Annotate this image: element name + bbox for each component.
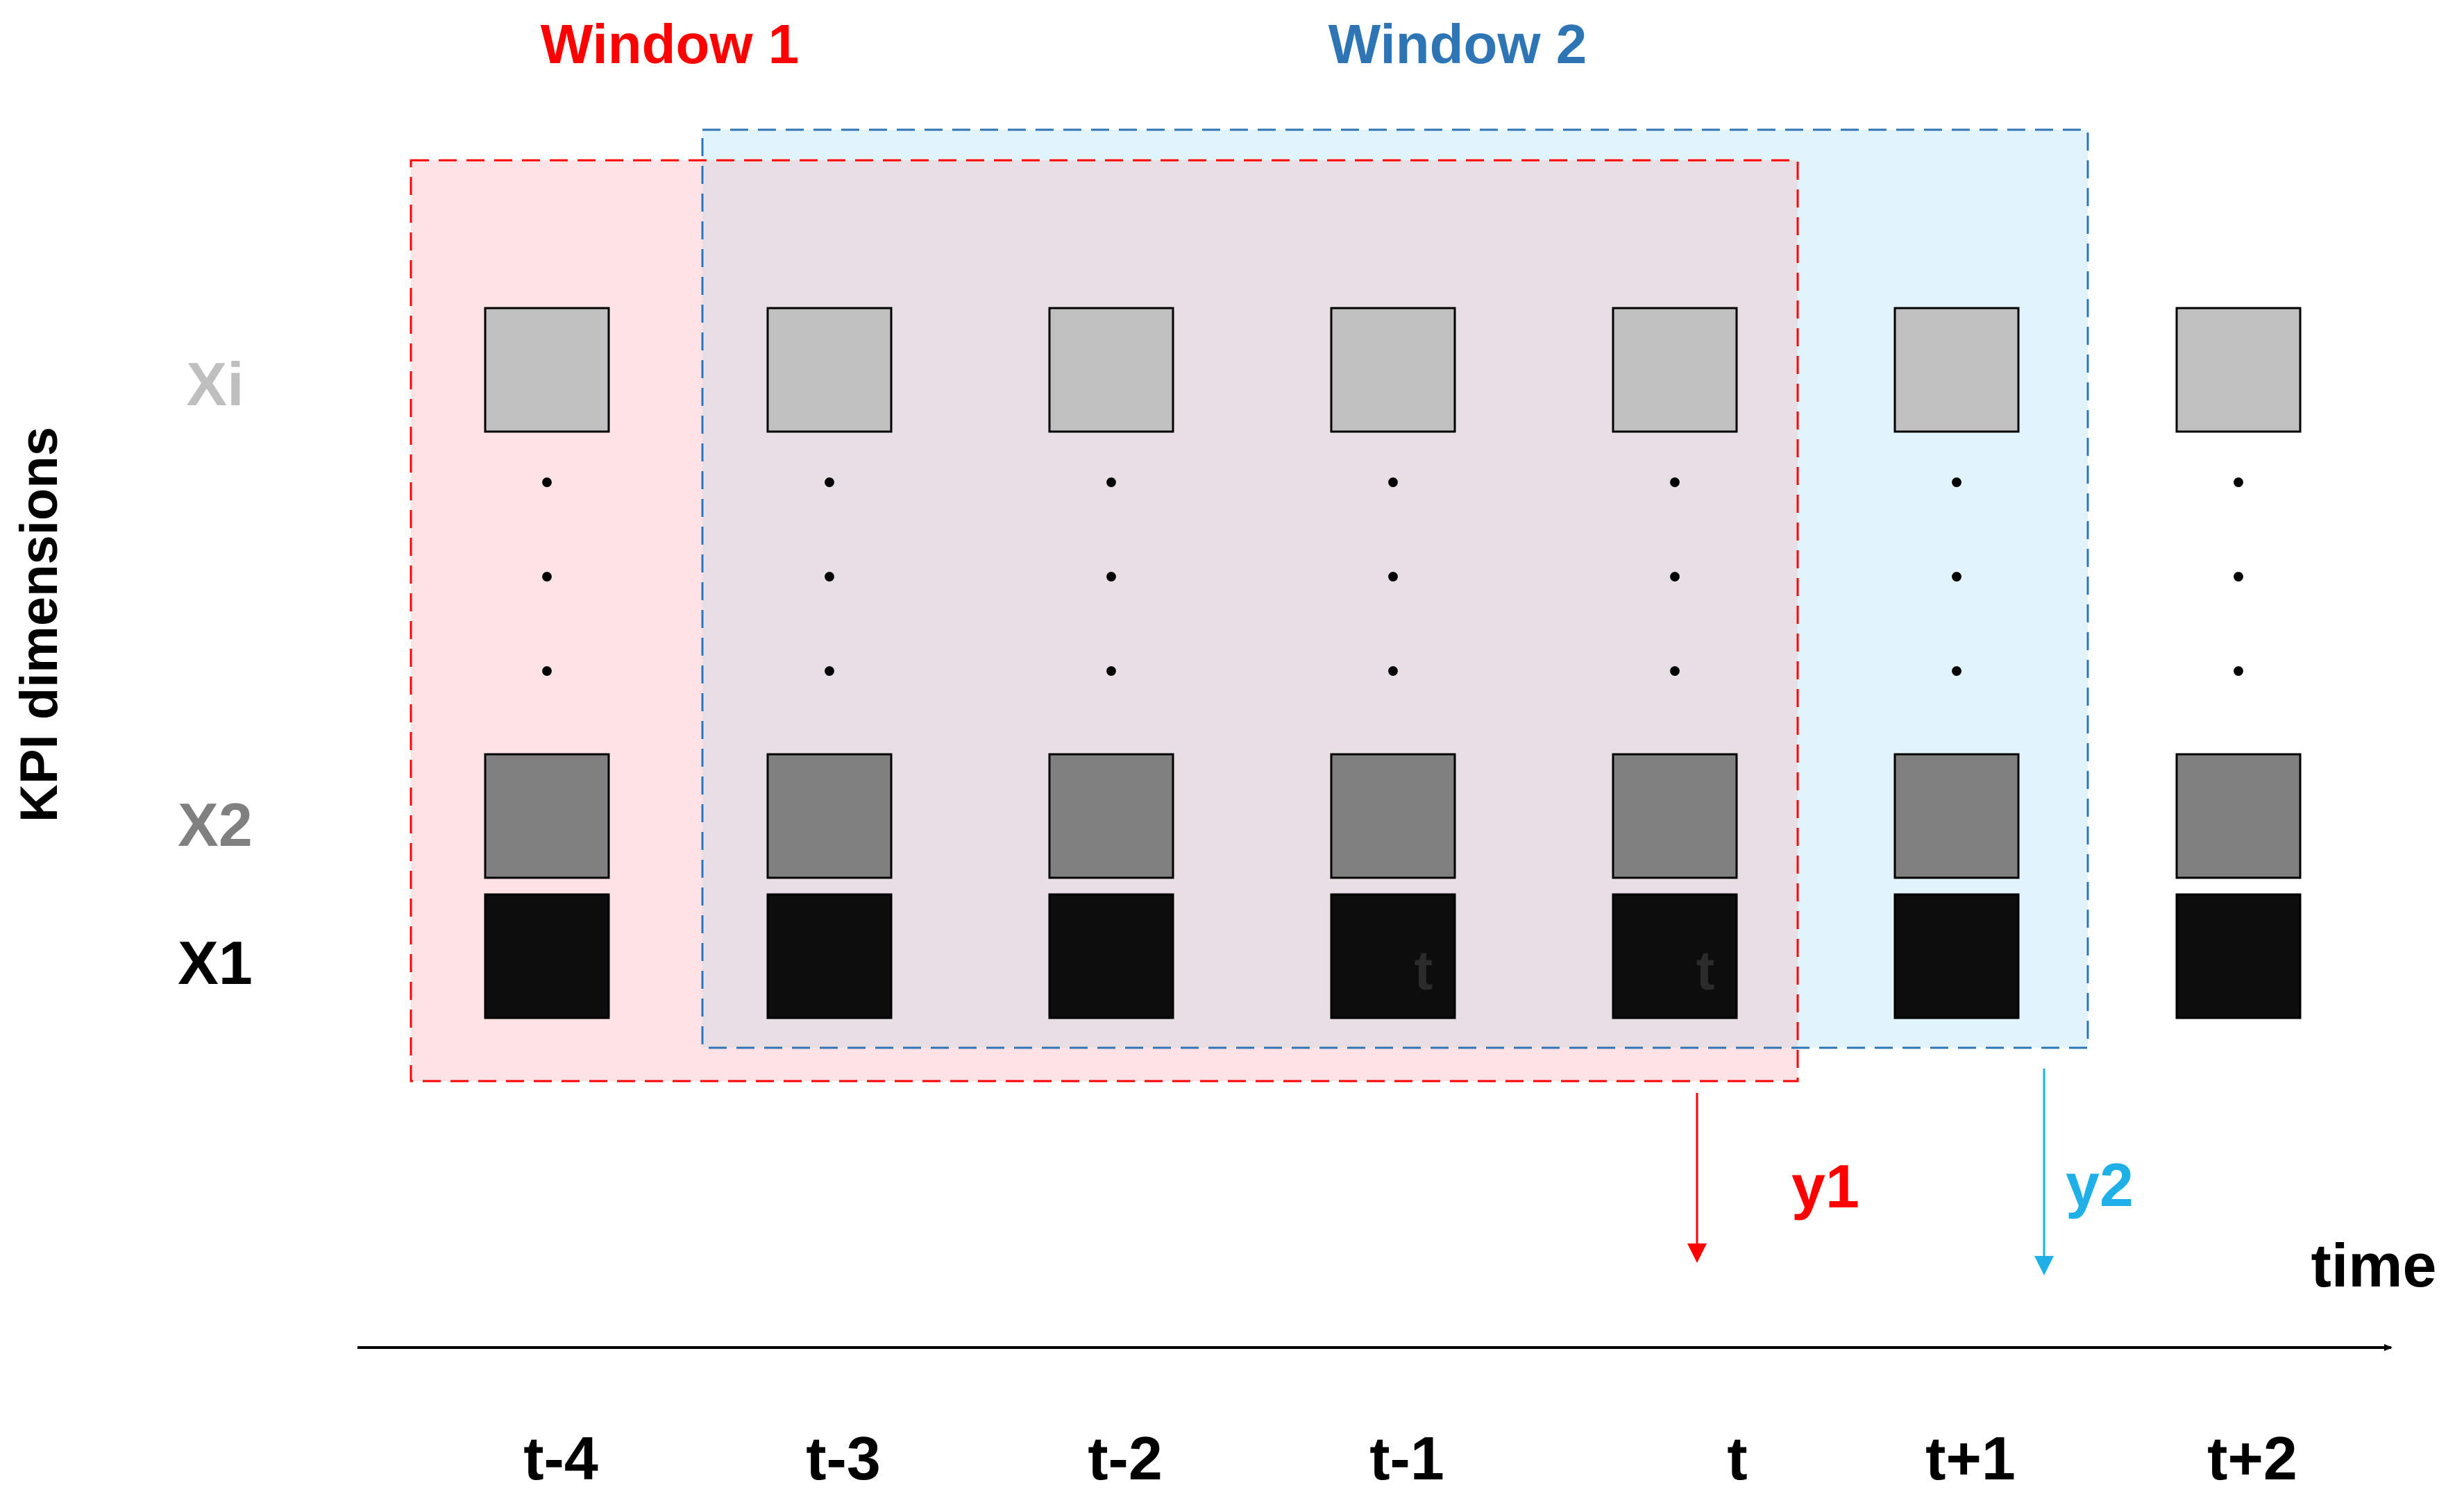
kpi-box-xi-t-2 [1048,307,1174,433]
kpi-box-x1-t-4 [484,893,610,1019]
ellipsis-dot: • [1669,464,1681,501]
kpi-box-x2-t-1 [1330,753,1456,879]
kpi-box-xi-t-3 [766,307,893,433]
kpi-box-x1-t-3 [766,893,893,1019]
box-mark-label: t [1696,940,1715,1001]
kpi-box-xi-t-1 [1330,307,1456,433]
time-step-label: t-1 [1369,1424,1444,1493]
kpi-box-x2-t+2 [2175,753,2302,879]
ellipsis-dot: • [2233,653,2245,690]
output-arrowhead-1 [1687,1243,1707,1263]
kpi-box-xi-t [1612,307,1738,433]
kpi-grid: • • • • • • • • • • • • • • • • • • • • • t t [484,307,2302,1019]
ellipsis-dot: • [1106,464,1117,501]
window-1-title: Window 1 [541,13,800,75]
kpi-box-x2-t [1612,753,1738,879]
ellipsis-dot: • [541,653,553,690]
ellipsis-dot: • [1106,653,1117,690]
ellipsis-dot: • [1669,653,1681,690]
output-label-y1: y1 [1791,1152,1859,1221]
ellipsis-dot: • [1669,559,1681,595]
ellipsis-dot: • [1106,559,1117,595]
kpi-box-x1-t+2 [2175,893,2302,1019]
kpi-box-x2-t-4 [484,753,610,879]
output-arrowhead-2 [2034,1256,2054,1275]
row-label-xi: Xi [186,350,244,418]
ellipsis-dot: • [1951,464,1963,501]
time-step-label: t [1727,1424,1747,1493]
row-label-x1: X1 [178,928,253,997]
kpi-box-x1-t [1612,893,1738,1019]
window-1-border [410,159,1799,1082]
ellipsis-dot: • [1951,653,1963,690]
kpi-box-x1-t+1 [1893,893,2020,1019]
ellipsis-dot: • [2233,464,2245,501]
time-step-label: t+1 [1925,1424,2016,1493]
window-2-title: Window 2 [1328,13,1587,75]
y-axis-label: KPI dimensions [10,427,69,822]
time-step-label: t-3 [806,1424,881,1493]
ellipsis-dot: • [1387,464,1399,501]
time-step-label: t-2 [1088,1424,1163,1493]
kpi-box-x2-t+1 [1893,753,2020,879]
ellipsis-dot: • [1387,653,1399,690]
box-mark-label: t [1415,940,1433,1001]
ellipsis-dot: • [824,559,836,595]
window-2-border [701,128,2089,1049]
kpi-box-xi-t+1 [1893,307,2020,433]
kpi-box-x1-t-2 [1048,893,1174,1019]
ellipsis-dot: • [1951,559,1963,595]
kpi-box-xi-t+2 [2175,307,2302,433]
kpi-box-xi-t-4 [484,307,610,433]
time-step-label: t-4 [523,1424,598,1493]
time-axis-label: time [2311,1231,2437,1300]
ellipsis-dot: • [2233,559,2245,595]
ellipsis-dot: • [1387,559,1399,595]
ellipsis-dot: • [541,559,553,595]
kpi-box-x2-t-3 [766,753,893,879]
row-label-x2: X2 [178,790,253,859]
output-label-y2: y2 [2066,1150,2134,1219]
kpi-box-x1-t-1 [1330,893,1456,1019]
ellipsis-dot: • [824,653,836,690]
window-outputs: y1 y2 [1687,1069,2134,1275]
ellipsis-dot: • [824,464,836,501]
kpi-box-x2-t-2 [1048,753,1174,879]
time-step-labels: t-4 t-3 t-2 t-1 t t+1 t+2 [523,1424,2297,1493]
ellipsis-dot: • [541,464,553,501]
time-step-label: t+2 [2207,1424,2297,1493]
